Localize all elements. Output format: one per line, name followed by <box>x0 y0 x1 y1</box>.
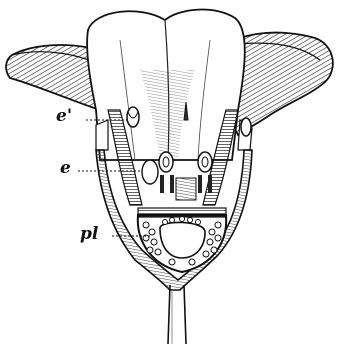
upper-stamen-right <box>241 118 251 136</box>
label-pl: pl <box>80 226 98 243</box>
pedicel <box>168 285 186 344</box>
label-e: e <box>60 160 71 177</box>
upper-stamen-left <box>127 107 139 127</box>
label-e-prime: e' <box>56 108 72 125</box>
